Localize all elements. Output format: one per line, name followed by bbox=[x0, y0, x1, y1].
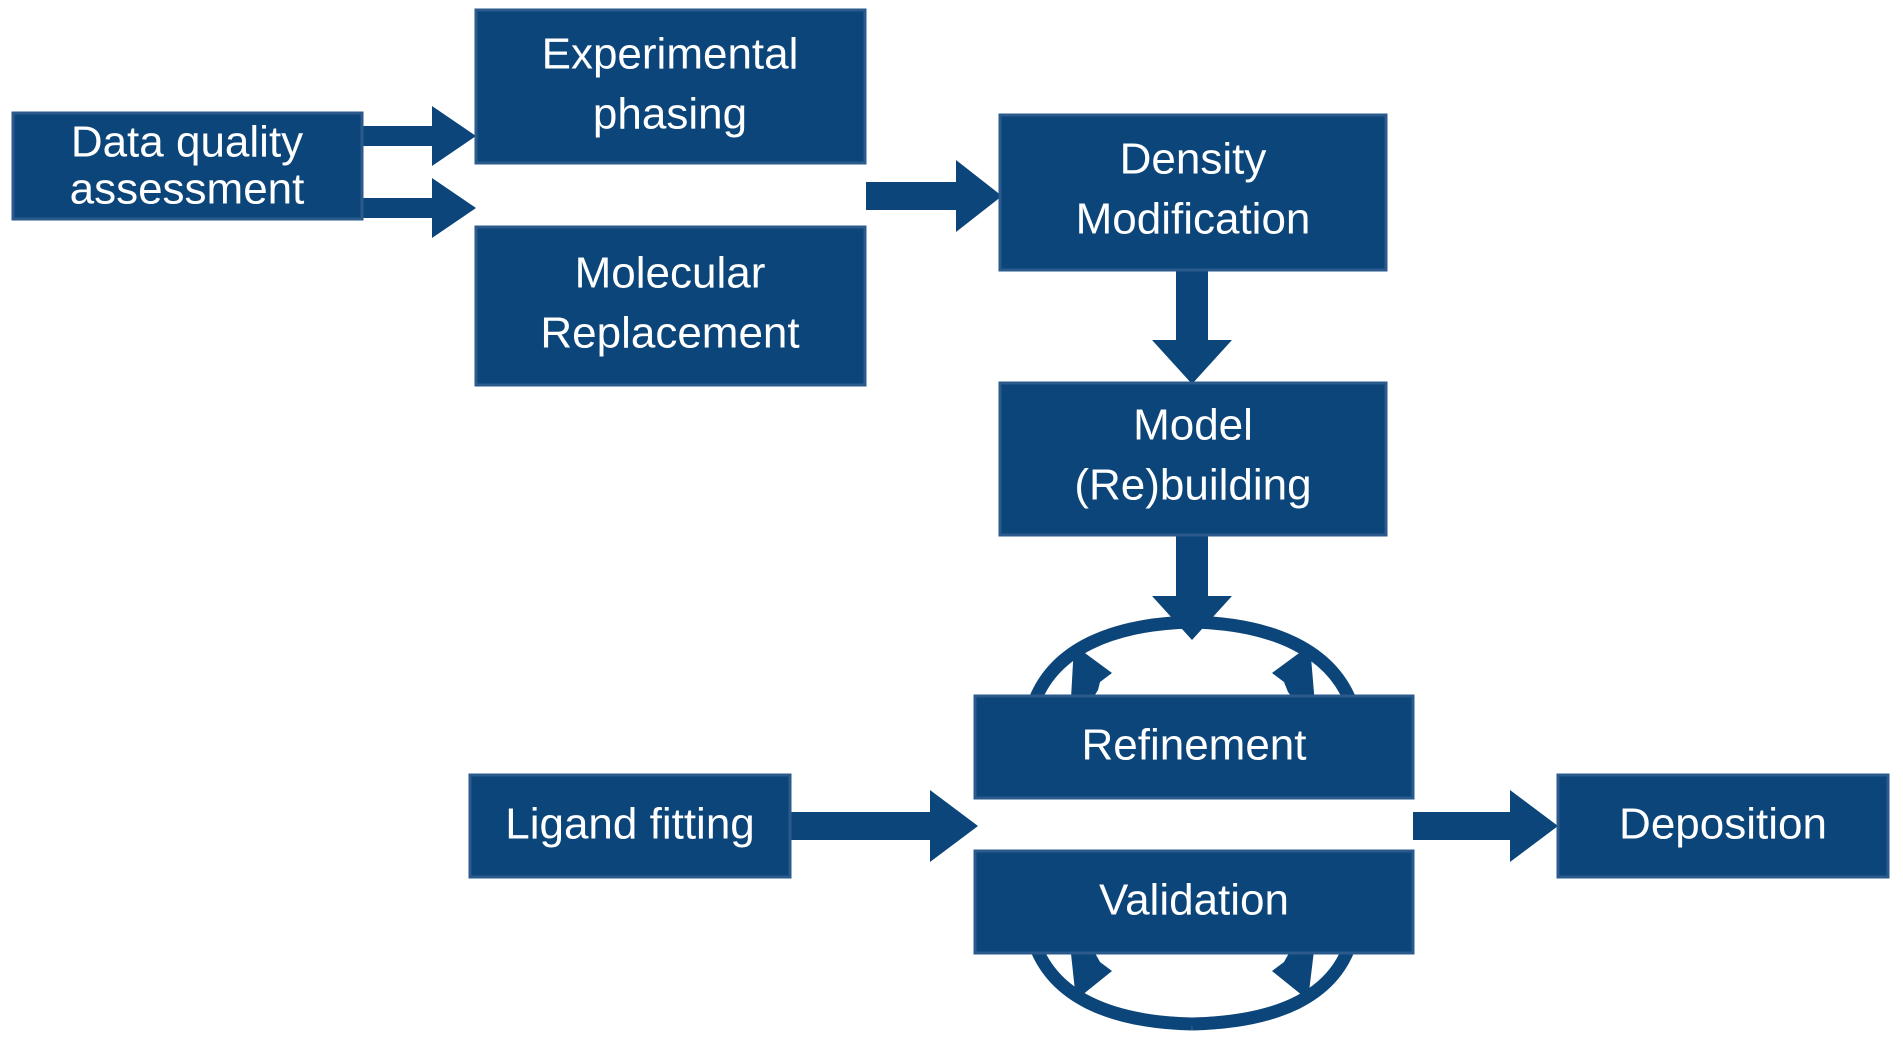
arrow-cycle-to-deposition bbox=[1413, 790, 1558, 862]
node-label-line2: phasing bbox=[593, 90, 747, 139]
node-label-line2: (Re)building bbox=[1074, 461, 1311, 510]
arrow-data-quality-to-experimental-phasing bbox=[360, 106, 476, 166]
node-data-quality-assessment[interactable]: Data quality assessment bbox=[11, 111, 364, 221]
arrow-data-quality-to-molecular-replacement bbox=[360, 178, 476, 238]
node-density-modification[interactable]: Density Modification bbox=[998, 113, 1388, 272]
arrow-density-modification-to-model-rebuilding bbox=[1152, 270, 1232, 384]
node-label-refinement: Refinement bbox=[1081, 721, 1306, 770]
node-label-ligand-fitting: Ligand fitting bbox=[505, 800, 755, 849]
node-label-line1: Molecular bbox=[575, 249, 766, 298]
node-validation[interactable]: Validation bbox=[973, 849, 1415, 955]
arrow-phasing-to-density-modification bbox=[866, 160, 1002, 232]
node-label-line2: Replacement bbox=[540, 309, 799, 358]
node-label-line1: Data quality bbox=[71, 118, 303, 167]
node-label-line2: assessment bbox=[70, 165, 305, 214]
node-label-validation: Validation bbox=[1099, 876, 1289, 925]
node-molecular-replacement[interactable]: Molecular Replacement bbox=[474, 225, 867, 387]
node-label-line1: Model bbox=[1133, 401, 1253, 450]
arrow-model-rebuilding-to-refinement bbox=[1152, 533, 1232, 640]
node-label-line2: Modification bbox=[1076, 195, 1311, 244]
arrow-ligand-fitting-to-cycle bbox=[790, 790, 978, 862]
node-ligand-fitting[interactable]: Ligand fitting bbox=[468, 773, 792, 879]
node-refinement[interactable]: Refinement bbox=[973, 694, 1415, 800]
node-label-deposition: Deposition bbox=[1619, 800, 1827, 849]
node-experimental-phasing[interactable]: Experimental phasing bbox=[474, 8, 867, 165]
node-label-line1: Density bbox=[1120, 135, 1267, 184]
node-model-rebuilding[interactable]: Model (Re)building bbox=[998, 381, 1388, 537]
node-deposition[interactable]: Deposition bbox=[1556, 773, 1890, 879]
node-label-line1: Experimental bbox=[542, 30, 799, 79]
